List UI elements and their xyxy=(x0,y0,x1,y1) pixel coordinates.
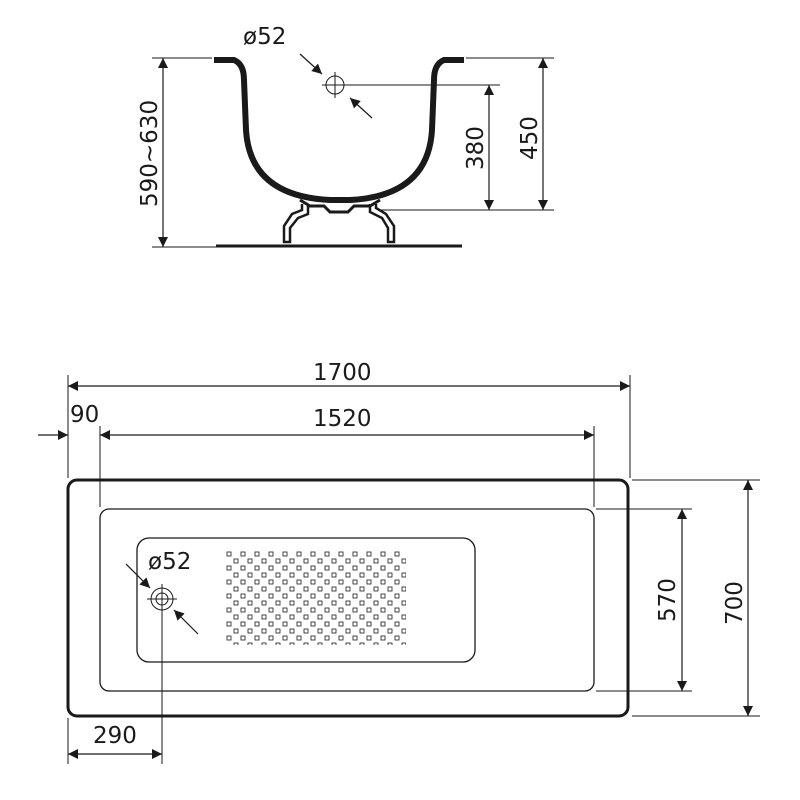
length-outer-label: 1700 xyxy=(313,360,372,386)
tub-inner-basin xyxy=(99,508,595,692)
drain-offset-label: 290 xyxy=(93,723,137,749)
tub-bottom-recess xyxy=(299,198,381,214)
total-height-label: 590~630 xyxy=(137,100,163,207)
width-outer-label: 700 xyxy=(722,581,748,625)
depth-outer-label: 450 xyxy=(517,116,543,160)
depth-inner-label: 380 xyxy=(463,126,489,170)
top-view: ø52 1700 1520 90 290 570 700 xyxy=(38,360,760,764)
tub-cross-section xyxy=(214,57,464,203)
support-leg-left xyxy=(282,204,310,244)
width-inner-label: 570 xyxy=(655,578,681,622)
rim-offset-label: 90 xyxy=(70,402,99,428)
drain-diameter-label-side: ø52 xyxy=(243,24,286,50)
length-inner-label: 1520 xyxy=(313,406,372,432)
side-view: ø52 590~630 450 380 xyxy=(137,24,554,248)
anti-slip-pattern xyxy=(226,551,406,645)
support-leg-right xyxy=(368,204,396,244)
tub-bottom-area xyxy=(136,537,476,663)
drain-hole-top xyxy=(125,563,199,635)
tub-outer-rim xyxy=(66,478,630,718)
drain-hole-side xyxy=(299,53,373,119)
drain-diameter-label-top: ø52 xyxy=(148,549,191,575)
